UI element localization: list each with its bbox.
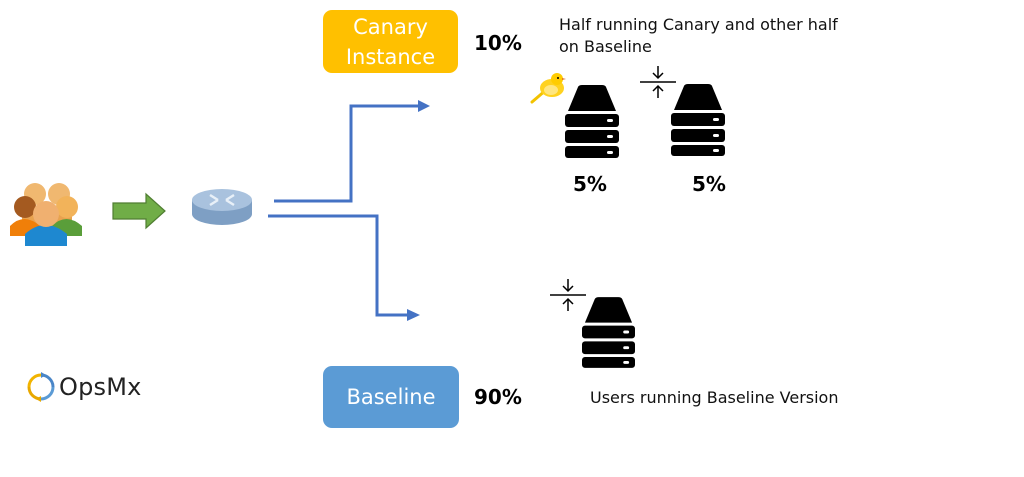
server-canary-icon <box>565 85 619 158</box>
canary-percent: 10% <box>474 31 522 55</box>
baseline-box: Baseline <box>323 366 459 428</box>
route-to-canary-arrowhead <box>418 100 430 112</box>
compress-arrows-icon <box>550 279 586 311</box>
canary-instance-box: Canary Instance <box>323 10 458 73</box>
opsmx-cycle-icon <box>27 372 55 402</box>
baseline-percent: 90% <box>474 385 522 409</box>
canary-label-line2: Instance <box>345 44 436 69</box>
baseline-split-server-percent: 5% <box>692 172 726 196</box>
opsmx-logo: OpsMx <box>26 372 142 402</box>
users-group-icon <box>10 183 82 246</box>
green-arrow-icon <box>112 192 166 230</box>
router-icon <box>192 189 252 225</box>
compress-arrows-icon <box>640 66 676 98</box>
canary-server-percent: 5% <box>573 172 607 196</box>
canary-description-line2: on Baseline <box>559 37 652 56</box>
route-to-canary <box>274 104 418 203</box>
baseline-label: Baseline <box>346 385 436 409</box>
route-to-baseline <box>268 214 408 317</box>
baseline-description: Users running Baseline Version <box>590 388 839 407</box>
route-to-baseline-arrowhead <box>407 309 420 321</box>
canary-description: Half running Canary and other half on Ba… <box>559 14 838 58</box>
server-baseline-icon <box>582 297 635 368</box>
canary-label-line1: Canary <box>353 14 428 39</box>
canary-description-line1: Half running Canary and other half <box>559 15 838 34</box>
server-canary-baseline-icon <box>671 84 725 156</box>
canary-bird-icon <box>530 73 566 104</box>
opsmx-logo-text: OpsMx <box>59 373 142 401</box>
